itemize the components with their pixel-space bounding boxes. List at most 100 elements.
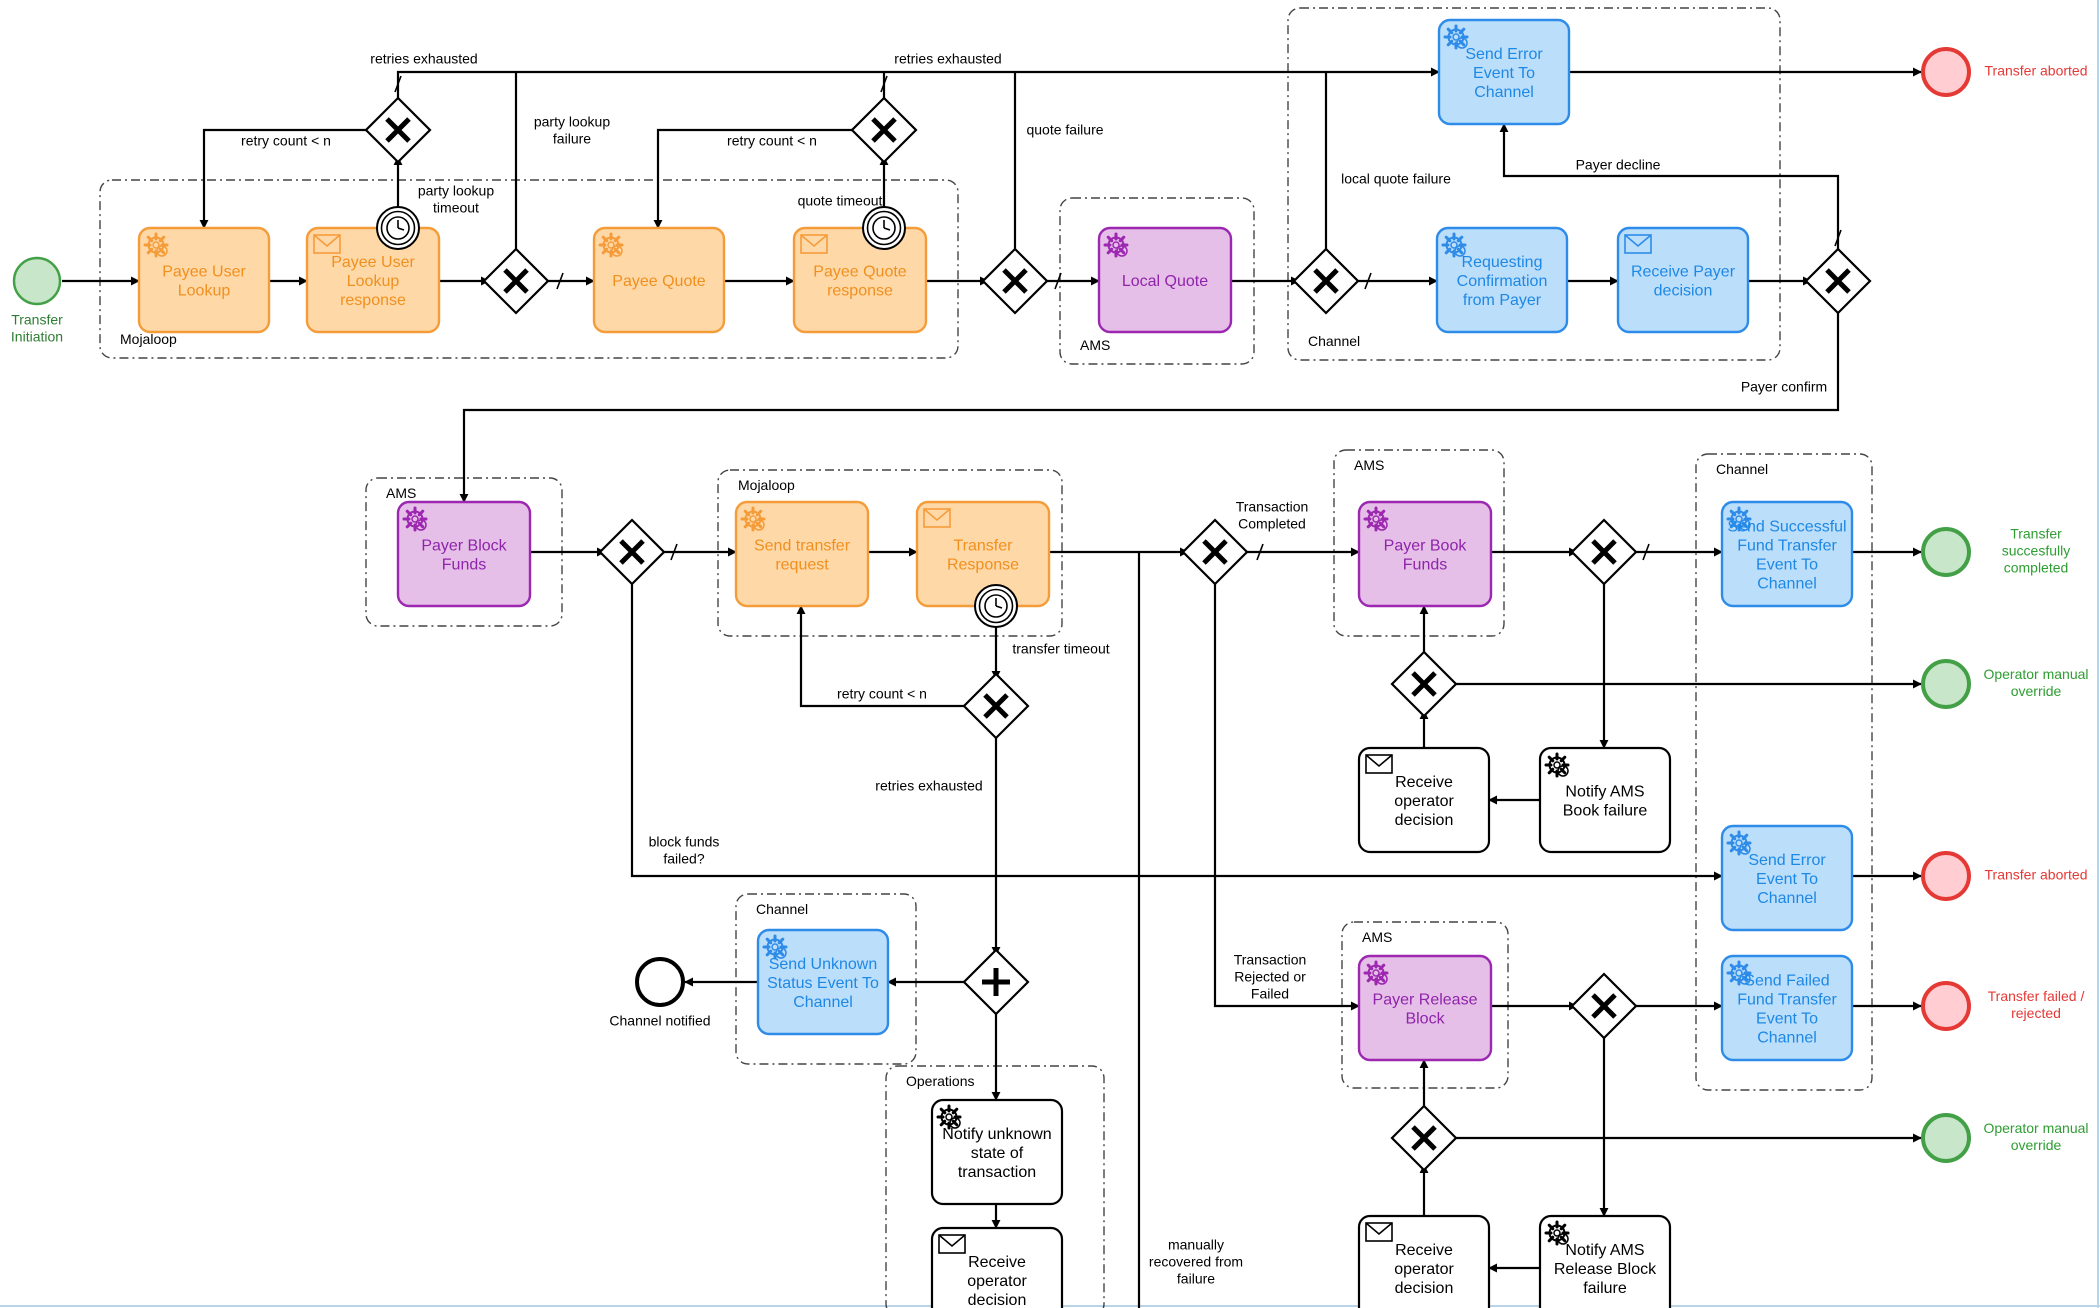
task-label: Notify AMS bbox=[1565, 784, 1644, 801]
task-label: Event To bbox=[1756, 871, 1818, 888]
flow-label-text: local quote failure bbox=[1341, 171, 1451, 187]
flow-label-local-quote-failure: local quote failure bbox=[1341, 171, 1451, 187]
task-label: Payer Release bbox=[1373, 992, 1478, 1009]
gateway-operator-1[interactable] bbox=[1390, 650, 1458, 718]
gear-icon bbox=[936, 1104, 962, 1130]
task-label: Channel bbox=[1757, 1030, 1817, 1047]
sequence-flow bbox=[796, 605, 969, 708]
event-label: completed bbox=[2004, 560, 2069, 576]
task-label: response bbox=[340, 292, 406, 309]
task-label: operator bbox=[1394, 793, 1454, 810]
gateway-retry-3[interactable] bbox=[962, 672, 1030, 740]
task-label: Event To bbox=[1473, 65, 1535, 82]
default-flow-marker bbox=[1256, 543, 1264, 561]
timer-party-lookup-icon bbox=[376, 206, 420, 250]
flow-label-retries-exhausted-2: retries exhausted bbox=[894, 51, 1001, 67]
gateway-operator-2[interactable] bbox=[1390, 1104, 1458, 1172]
flow-label-text: Failed bbox=[1251, 986, 1289, 1002]
gear-icon bbox=[762, 934, 788, 960]
gateway-parallel[interactable] bbox=[962, 948, 1030, 1016]
task-label: Payer Book bbox=[1384, 538, 1468, 555]
pool-label: Channel bbox=[1308, 333, 1360, 349]
task-label: Event To bbox=[1756, 557, 1818, 574]
gateway-block-funds[interactable] bbox=[598, 518, 666, 586]
task-label: Status Event To bbox=[767, 975, 879, 992]
gear-icon bbox=[1363, 506, 1389, 532]
gear-icon bbox=[1726, 830, 1752, 856]
gear-icon bbox=[1544, 1220, 1570, 1246]
gateway-quote[interactable] bbox=[981, 247, 1049, 315]
task-label: Payee Quote bbox=[612, 273, 706, 290]
task-label: Fund Transfer bbox=[1737, 538, 1837, 555]
event-label: Operator manual bbox=[1983, 1120, 2088, 1136]
gateway-retry-1[interactable] bbox=[364, 96, 432, 164]
gear-icon bbox=[1441, 232, 1467, 258]
pool-label: Mojaloop bbox=[120, 331, 177, 347]
gear-icon bbox=[1443, 24, 1469, 50]
gateway-local-quote[interactable] bbox=[1292, 247, 1360, 315]
task-label: Send Failed bbox=[1744, 973, 1829, 990]
task-label: Event To bbox=[1756, 1011, 1818, 1028]
task-payee-quote[interactable]: Payee Quote bbox=[592, 226, 726, 334]
flow-label-text: quote timeout bbox=[798, 193, 883, 209]
event-label: Initiation bbox=[11, 329, 63, 345]
gateway-book-funds[interactable] bbox=[1570, 518, 1638, 586]
sequence-flow bbox=[199, 128, 371, 229]
flow-label-text: Completed bbox=[1238, 516, 1306, 532]
flow-label-text: transfer timeout bbox=[1012, 641, 1109, 657]
event-label: override bbox=[2011, 1137, 2062, 1153]
gateway-release-block[interactable] bbox=[1570, 972, 1638, 1040]
flow-label-text: timeout bbox=[433, 200, 479, 216]
envelope-icon bbox=[313, 234, 341, 254]
task-local-quote[interactable]: Local Quote bbox=[1097, 226, 1233, 334]
task-label: Send Unknown bbox=[769, 956, 878, 973]
pool-label: Channel bbox=[1716, 461, 1768, 477]
gateway-lookup[interactable] bbox=[482, 247, 550, 315]
flow-label-payer-confirm: Payer confirm bbox=[1741, 379, 1827, 395]
flow-label-quote-timeout: quote timeout bbox=[798, 193, 883, 209]
task-label: decision bbox=[1654, 283, 1713, 300]
gateway-payer-decision[interactable] bbox=[1804, 247, 1872, 315]
default-flow-marker bbox=[1834, 229, 1842, 247]
envelope-icon bbox=[1365, 1222, 1393, 1242]
task-label: Channel bbox=[1757, 890, 1817, 907]
gear-icon bbox=[1726, 960, 1752, 986]
task-label: operator bbox=[967, 1273, 1027, 1290]
gateway-transaction[interactable] bbox=[1181, 518, 1249, 586]
pool-label: Operations bbox=[906, 1073, 974, 1089]
flow-label-retry-count-2: retry count < n bbox=[727, 133, 817, 149]
flow-label-retries-exhausted-3: retries exhausted bbox=[875, 778, 982, 794]
default-flow-marker bbox=[1364, 272, 1372, 290]
flow-label-text: failure bbox=[553, 131, 591, 147]
task-label: Funds bbox=[1403, 557, 1447, 574]
pool-channel-2: Channel bbox=[1695, 453, 1873, 1091]
default-flow-marker bbox=[1054, 272, 1062, 290]
flow-label-text: retry count < n bbox=[241, 133, 331, 149]
flow-label-text: failed? bbox=[663, 851, 704, 867]
sequence-flow bbox=[653, 128, 857, 229]
flow-label-text: retry count < n bbox=[727, 133, 817, 149]
gear-icon bbox=[1726, 506, 1752, 532]
gateway-retry-2[interactable] bbox=[850, 96, 918, 164]
